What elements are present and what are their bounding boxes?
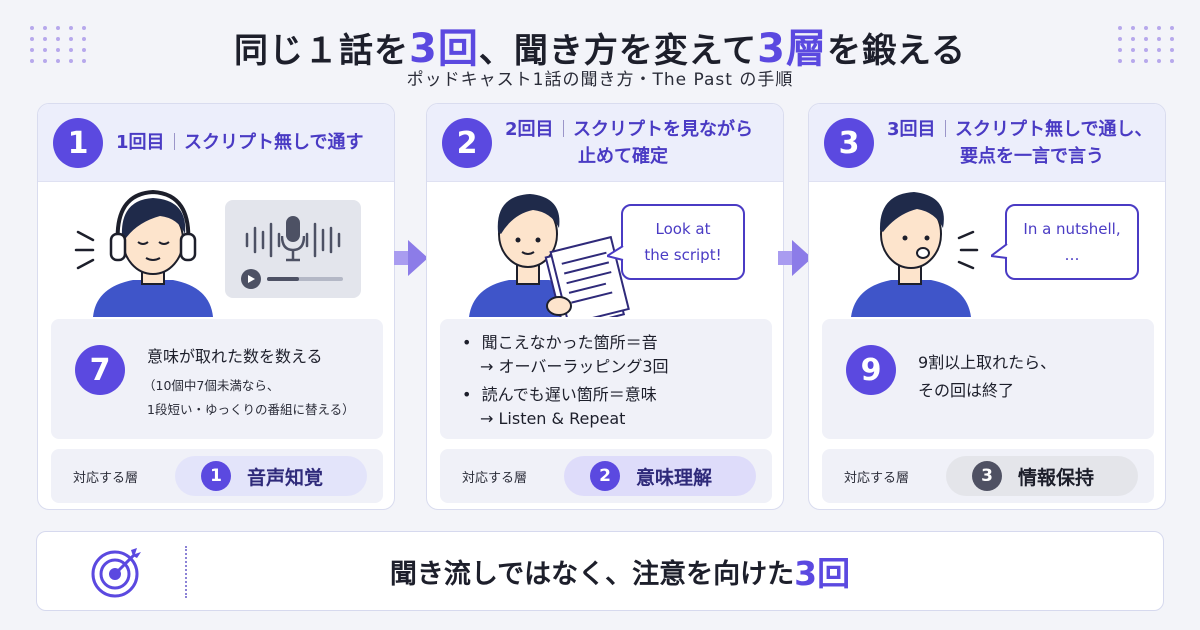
arrow-right-icon (394, 236, 430, 284)
step-header: 2 2回目スクリプトを見ながら 止めて確定 (427, 104, 783, 182)
step-title-line2: 止めて確定 (578, 146, 668, 167)
step-number-badge: 2 (442, 118, 492, 168)
layer-pill-meaning-comprehension: 2 意味理解 (564, 456, 756, 496)
bullet-item: • 聞こえなかった箇所＝音 → オーバーラッピング3回 (462, 333, 669, 376)
info-line-1: 9割以上取れたら、 (918, 353, 1057, 372)
arrow-right-icon (778, 236, 814, 284)
step-title: 1回目スクリプト無しで通す (116, 132, 364, 153)
step-card-3: 3 3回目スクリプト無しで通し、 要点を一言で言う In a nutshell,… (808, 103, 1166, 510)
step-card-2: 2 2回目スクリプトを見ながら 止めて確定 (426, 103, 784, 510)
play-icon[interactable] (241, 269, 261, 289)
audio-player-card (225, 200, 361, 298)
layer-number-badge: 2 (590, 461, 620, 491)
layer-row: 対応する層 2 意味理解 (440, 449, 772, 503)
layer-pill-information-retention: 3 情報保持 (946, 456, 1138, 496)
footer-divider (185, 546, 187, 598)
step-title: 3回目スクリプト無しで通し、 (887, 119, 1153, 140)
layer-name: 音声知覚 (247, 466, 324, 489)
speech-bubble: In a nutshell, … (1005, 204, 1139, 280)
summarizing-illustration: In a nutshell, … (809, 182, 1165, 317)
page-title: 同じ１話を3回、聞き方を変えて3層を鍛える (234, 26, 966, 72)
layer-row: 対応する層 1 音声知覚 (51, 449, 383, 503)
step-number-badge: 3 (824, 118, 874, 168)
page-subtitle: ポッドキャスト1話の聞き方・The Past の手順 (406, 70, 794, 90)
listening-illustration (38, 182, 394, 317)
layer-label: 対応する層 (73, 471, 139, 486)
step-title-line2: 要点を一言で言う (960, 146, 1104, 167)
layer-pill-sound-perception: 1 音声知覚 (175, 456, 367, 496)
completion-badge: 9 (846, 345, 896, 395)
layer-number-badge: 1 (201, 461, 231, 491)
target-icon (87, 542, 147, 602)
info-line-2: その回は終了 (918, 381, 1015, 400)
count-badge: 7 (75, 345, 125, 395)
progress-bar-fill (267, 277, 299, 281)
layer-name: 情報保持 (1018, 466, 1095, 489)
step-title: 2回目スクリプトを見ながら (505, 119, 754, 140)
bubble-tail (607, 246, 624, 261)
step-card-1: 1 1回目スクリプト無しで通す (37, 103, 395, 510)
reading-script-illustration: Look at the script! (427, 182, 783, 331)
info-sub-text-2: 1段短い・ゆっくりの番組に替える） (147, 402, 355, 417)
step-info-box: 9 9割以上取れたら、 その回は終了 (822, 319, 1154, 439)
step-info-box: 7 意味が取れた数を数える （10個中7個未満なら、 1段短い・ゆっくりの番組に… (51, 319, 383, 439)
progress-bar[interactable] (267, 277, 343, 281)
dot-grid-left (30, 26, 88, 63)
dot-grid-right (1118, 26, 1176, 63)
info-sub-text-1: （10個中7個未満なら、 (143, 378, 280, 393)
step-number-badge: 1 (53, 118, 103, 168)
layer-label: 対応する層 (462, 471, 528, 486)
info-main-text: 意味が取れた数を数える (147, 347, 323, 366)
step-info-box: • 聞こえなかった箇所＝音 → オーバーラッピング3回 • 読んでも遅い箇所＝意… (440, 319, 772, 439)
bullet-item: • 読んでも遅い箇所＝意味 → Listen & Repeat (462, 385, 657, 428)
speech-bubble: Look at the script! (621, 204, 745, 280)
microphone-icon (280, 214, 306, 264)
layer-number-badge: 3 (972, 461, 1002, 491)
bubble-tail (991, 244, 1008, 259)
step-header: 1 1回目スクリプト無しで通す (38, 104, 394, 182)
layer-row: 対応する層 3 情報保持 (822, 449, 1154, 503)
step-header: 3 3回目スクリプト無しで通し、 要点を一言で言う (809, 104, 1165, 182)
layer-name: 意味理解 (636, 466, 713, 489)
layer-label: 対応する層 (844, 471, 910, 486)
